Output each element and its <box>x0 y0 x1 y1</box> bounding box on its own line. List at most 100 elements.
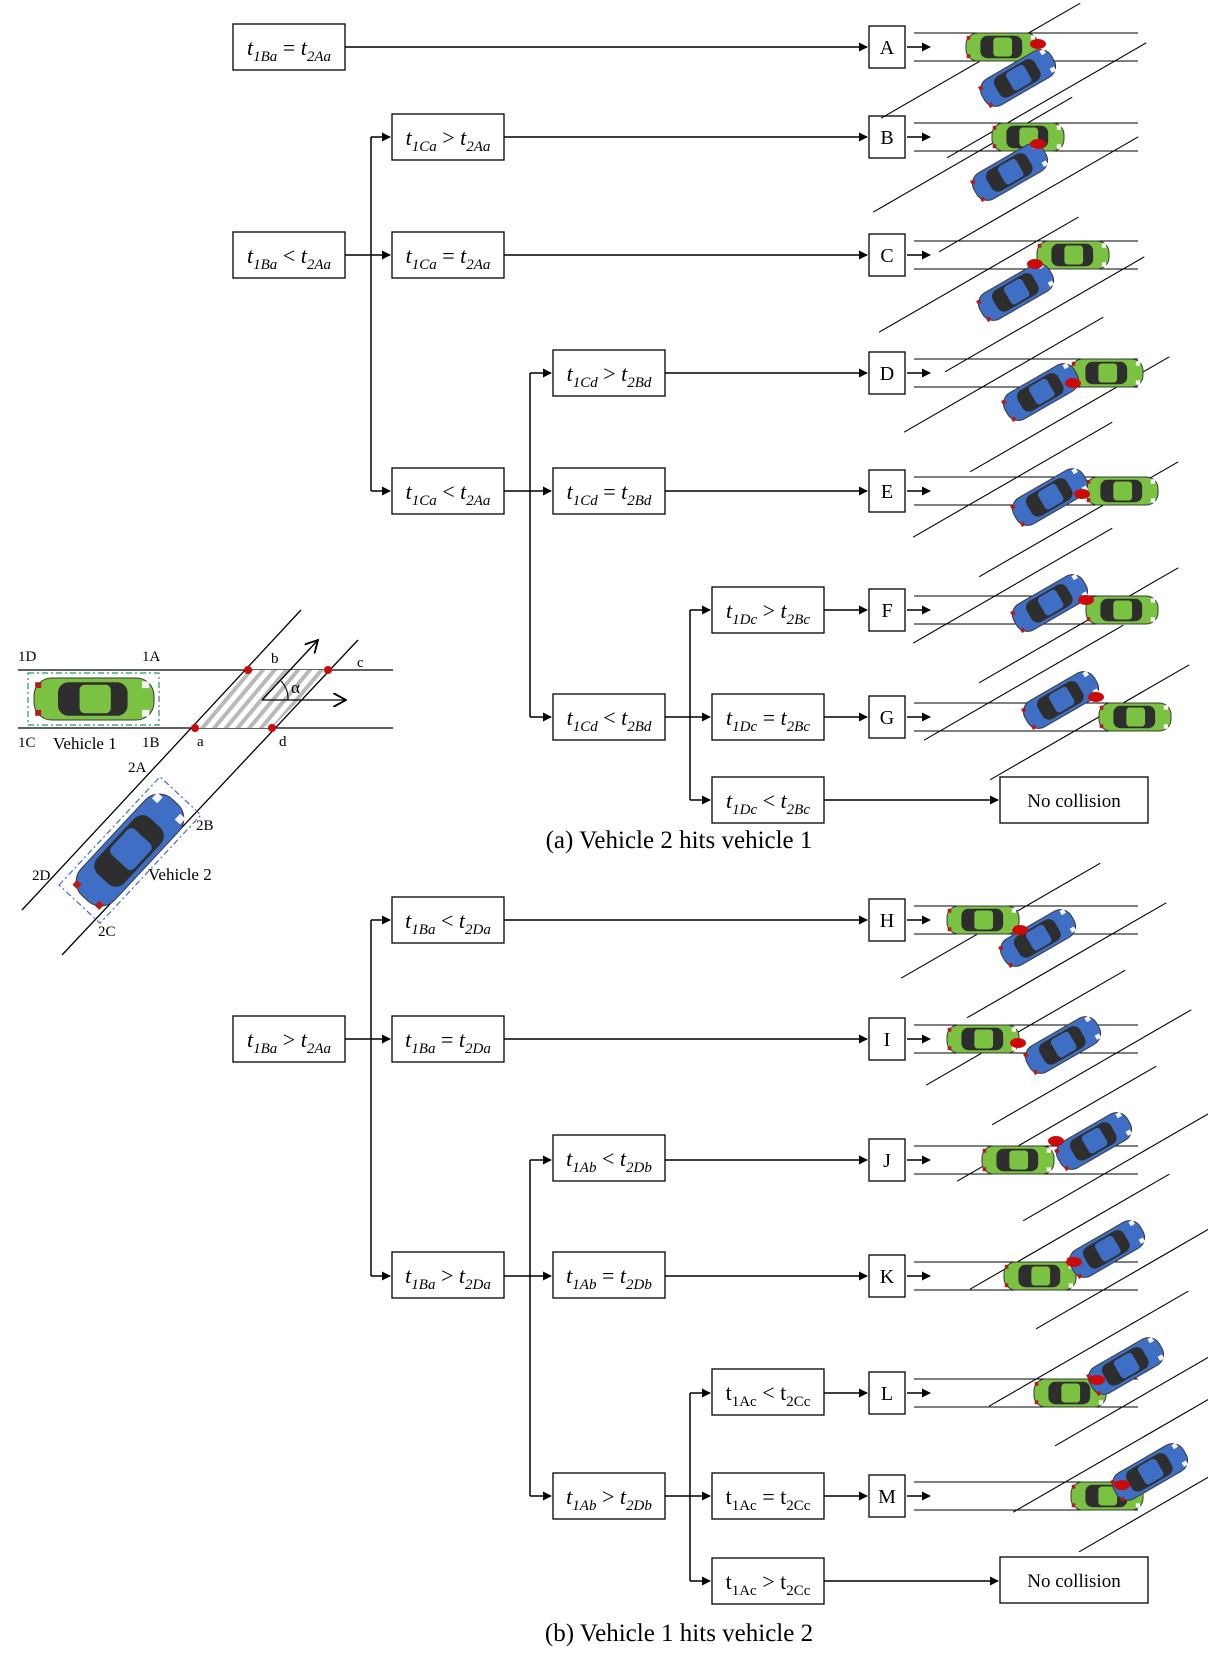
collision-point-icon <box>1010 1038 1026 1048</box>
condition-t2: t <box>460 125 467 150</box>
outcome-box <box>999 776 1149 824</box>
condition-text: t1Cd > t2Bd <box>567 361 652 391</box>
condition-text: t1Ba = t2Aa <box>247 35 331 65</box>
condition-t2: t <box>460 243 467 268</box>
condition-t2: t <box>781 598 788 623</box>
road-edge <box>21 609 302 911</box>
outcome-B: B <box>868 115 906 159</box>
condition-b_e3: t1Ac > t2Cc <box>711 1557 825 1605</box>
condition-box <box>232 231 346 279</box>
outcome-F: F <box>868 588 906 632</box>
condition-box <box>552 349 666 397</box>
outcome-label: G <box>880 707 894 729</box>
condition-s2: 2Aa <box>466 493 490 509</box>
condition-op: < <box>596 1146 619 1171</box>
outcome-E: E <box>868 469 906 513</box>
condition-t1: t <box>726 1569 732 1594</box>
condition-text: t1Ac = t2Cc <box>726 1484 811 1514</box>
point-label-c: c <box>357 655 364 671</box>
condition-box <box>552 1472 666 1520</box>
condition-t1: t <box>567 479 574 504</box>
condition-op: < <box>757 788 780 813</box>
condition-s2: 2Db <box>626 1498 652 1514</box>
outcome-C: C <box>868 233 906 277</box>
vehicle-1-icon <box>1070 358 1144 388</box>
condition-box <box>391 231 505 279</box>
point-a <box>191 724 199 732</box>
condition-op: = <box>598 479 621 504</box>
condition-s1: 1Ab <box>572 1277 597 1293</box>
condition-a_d3: t1Cd < t2Bd <box>552 693 666 741</box>
condition-b_d3: t1Ab > t2Db <box>552 1472 666 1520</box>
condition-a_root2: t1Ba < t2Aa <box>232 231 346 279</box>
corner-label-2A: 2A <box>128 760 147 776</box>
condition-box <box>711 776 825 824</box>
condition-box <box>391 113 505 161</box>
corner-label-1B: 1B <box>142 735 160 751</box>
outcome-label: B <box>880 127 893 149</box>
condition-b_d1: t1Ab < t2Db <box>552 1134 666 1182</box>
condition-t2: t <box>781 788 788 813</box>
condition-op: > <box>437 125 460 150</box>
condition-a_e3: t1Dc < t2Bc <box>711 776 825 824</box>
collision-point-icon <box>1114 1480 1130 1490</box>
condition-op: = <box>437 243 460 268</box>
outcome-label: A <box>880 37 895 59</box>
outcome-box <box>868 233 906 277</box>
condition-box <box>711 1472 825 1520</box>
outcome-no-collision-a: No collision <box>999 776 1149 824</box>
condition-s2: 2Aa <box>466 139 490 155</box>
condition-t1: t <box>566 1146 573 1171</box>
condition-s1: 1Ba <box>253 1041 277 1057</box>
condition-t2: t <box>301 1027 308 1052</box>
outcome-box <box>868 469 906 513</box>
thumb-B <box>872 96 1139 253</box>
condition-a_c2: t1Ca = t2Aa <box>391 231 505 279</box>
condition-text: t1Dc > t2Bc <box>726 598 810 628</box>
outcome-M: M <box>868 1474 906 1518</box>
condition-s2: 2Bd <box>627 375 652 391</box>
condition-op: > <box>598 361 621 386</box>
condition-t1: t <box>405 1027 412 1052</box>
condition-s2: 2Bc <box>787 719 811 735</box>
collision-point-icon <box>1074 489 1090 499</box>
thumb-L <box>914 1290 1208 1447</box>
condition-s1: 1Ca <box>412 139 437 155</box>
vehicle-1-icon <box>1085 595 1159 625</box>
condition-t1: t <box>567 705 574 730</box>
condition-t1: t <box>405 908 412 933</box>
condition-b_c1: t1Ba < t2Da <box>391 896 505 944</box>
condition-s2: 2Db <box>626 1277 652 1293</box>
condition-s2: 2Cc <box>786 1498 811 1514</box>
condition-s2: 2Bc <box>787 802 811 818</box>
condition-a_c3: t1Ca < t2Aa <box>391 467 505 515</box>
condition-box <box>711 1368 825 1416</box>
condition-t2: t <box>620 1146 627 1171</box>
outcome-J: J <box>868 1138 906 1182</box>
point-c <box>324 666 332 674</box>
condition-s2: 2Aa <box>466 257 490 273</box>
condition-s2: 2Db <box>626 1160 652 1176</box>
outcome-box <box>999 1556 1149 1604</box>
condition-t2: t <box>620 1484 627 1509</box>
condition-b_e2: t1Ac = t2Cc <box>711 1472 825 1520</box>
condition-t2: t <box>459 908 466 933</box>
condition-text: t1Ba = t2Da <box>405 1027 491 1057</box>
thumb-J <box>914 1065 1208 1222</box>
corner-label-2B: 2B <box>196 818 214 834</box>
outcome-box <box>868 1138 906 1182</box>
caption-b: (b) Vehicle 1 hits vehicle 2 <box>544 1620 814 1647</box>
condition-op: > <box>435 1263 458 1288</box>
collision-point-icon <box>1066 1257 1082 1267</box>
vehicle-2-icon <box>1010 573 1089 633</box>
vehicle-2-icon <box>1010 467 1089 527</box>
condition-box <box>711 1557 825 1605</box>
condition-t1: t <box>726 705 733 730</box>
vehicle-2-icon <box>72 792 186 910</box>
condition-s2: 2Da <box>465 922 491 938</box>
vehicle-2-icon <box>978 48 1057 108</box>
condition-text: t1Ca < t2Aa <box>406 479 491 509</box>
condition-s1: 1Cd <box>573 493 599 509</box>
condition-t1: t <box>247 35 254 60</box>
